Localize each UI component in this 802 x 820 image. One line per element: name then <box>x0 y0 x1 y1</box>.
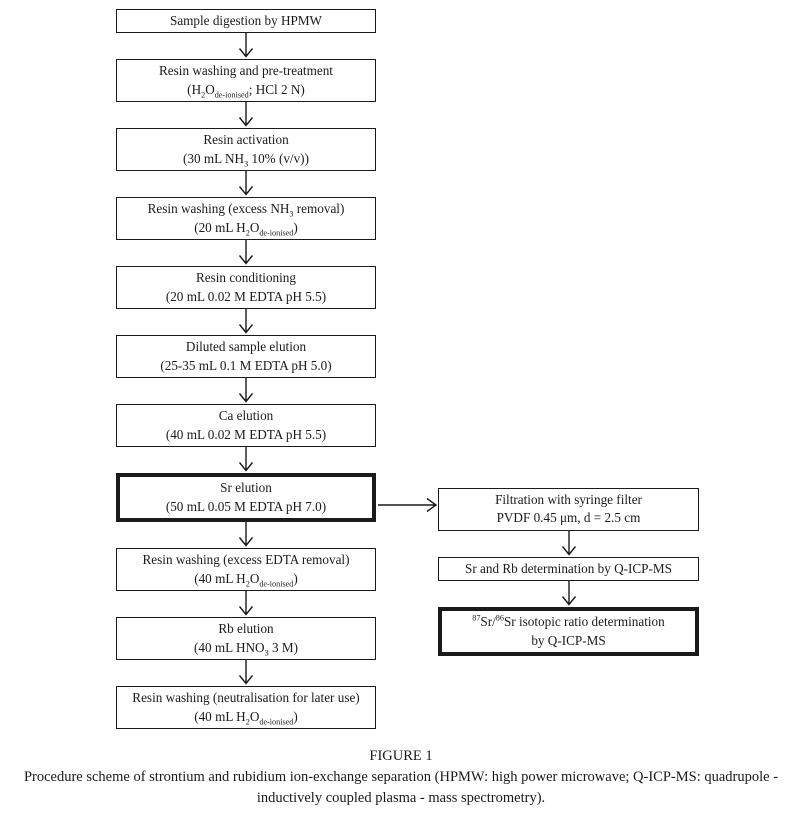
sr-elution-box: Sr elution(50 mL 0.05 M EDTA pH 7.0) <box>116 473 376 523</box>
resin-activation-box: Resin activation(30 mL NH3 10% (v/v)) <box>116 128 376 172</box>
resin-washing-pretreatment-box: Resin washing and pre-treatment(H2Ode-io… <box>116 59 376 103</box>
down-arrow-icon <box>238 309 254 334</box>
down-arrow-icon <box>561 581 576 607</box>
right-arrow-icon <box>378 497 438 513</box>
resin-washing-edta-box: Resin washing (excess EDTA removal)(40 m… <box>116 548 376 592</box>
rb-elution-box: Rb elution(40 mL HNO3 3 M) <box>116 617 376 661</box>
down-arrow-icon <box>238 33 254 59</box>
down-arrow-icon <box>238 522 254 547</box>
down-arrow-icon <box>238 378 254 403</box>
down-arrow-icon <box>561 530 576 556</box>
down-arrow-icon <box>238 660 254 685</box>
down-arrow-icon <box>238 102 254 128</box>
main-flow-column: Sample digestion by HPMW Resin washing a… <box>116 9 376 730</box>
ca-elution-box: Ca elution(40 mL 0.02 M EDTA pH 5.5) <box>116 404 376 448</box>
resin-washing-nh3-box: Resin washing (excess NH3 removal)(20 mL… <box>116 197 376 241</box>
resin-washing-neutralisation-box: Resin washing (neutralisation for later … <box>116 686 376 730</box>
down-arrow-icon <box>238 240 254 266</box>
sr-rb-determination-box: Sr and Rb determination by Q-ICP-MS <box>438 556 699 582</box>
diluted-sample-elution-box: Diluted sample elution(25-35 mL 0.1 M ED… <box>116 335 376 379</box>
sample-digestion-box: Sample digestion by HPMW <box>116 9 376 34</box>
figure-caption: FIGURE 1 Procedure scheme of strontium a… <box>0 746 802 809</box>
down-arrow-icon <box>238 171 254 197</box>
down-arrow-icon <box>238 447 254 472</box>
resin-conditioning-box: Resin conditioning(20 mL 0.02 M EDTA pH … <box>116 266 376 310</box>
figure-caption-title: FIGURE 1 <box>369 748 433 764</box>
down-arrow-icon <box>238 591 254 616</box>
figure-caption-text: Procedure scheme of strontium and rubidi… <box>23 769 779 807</box>
